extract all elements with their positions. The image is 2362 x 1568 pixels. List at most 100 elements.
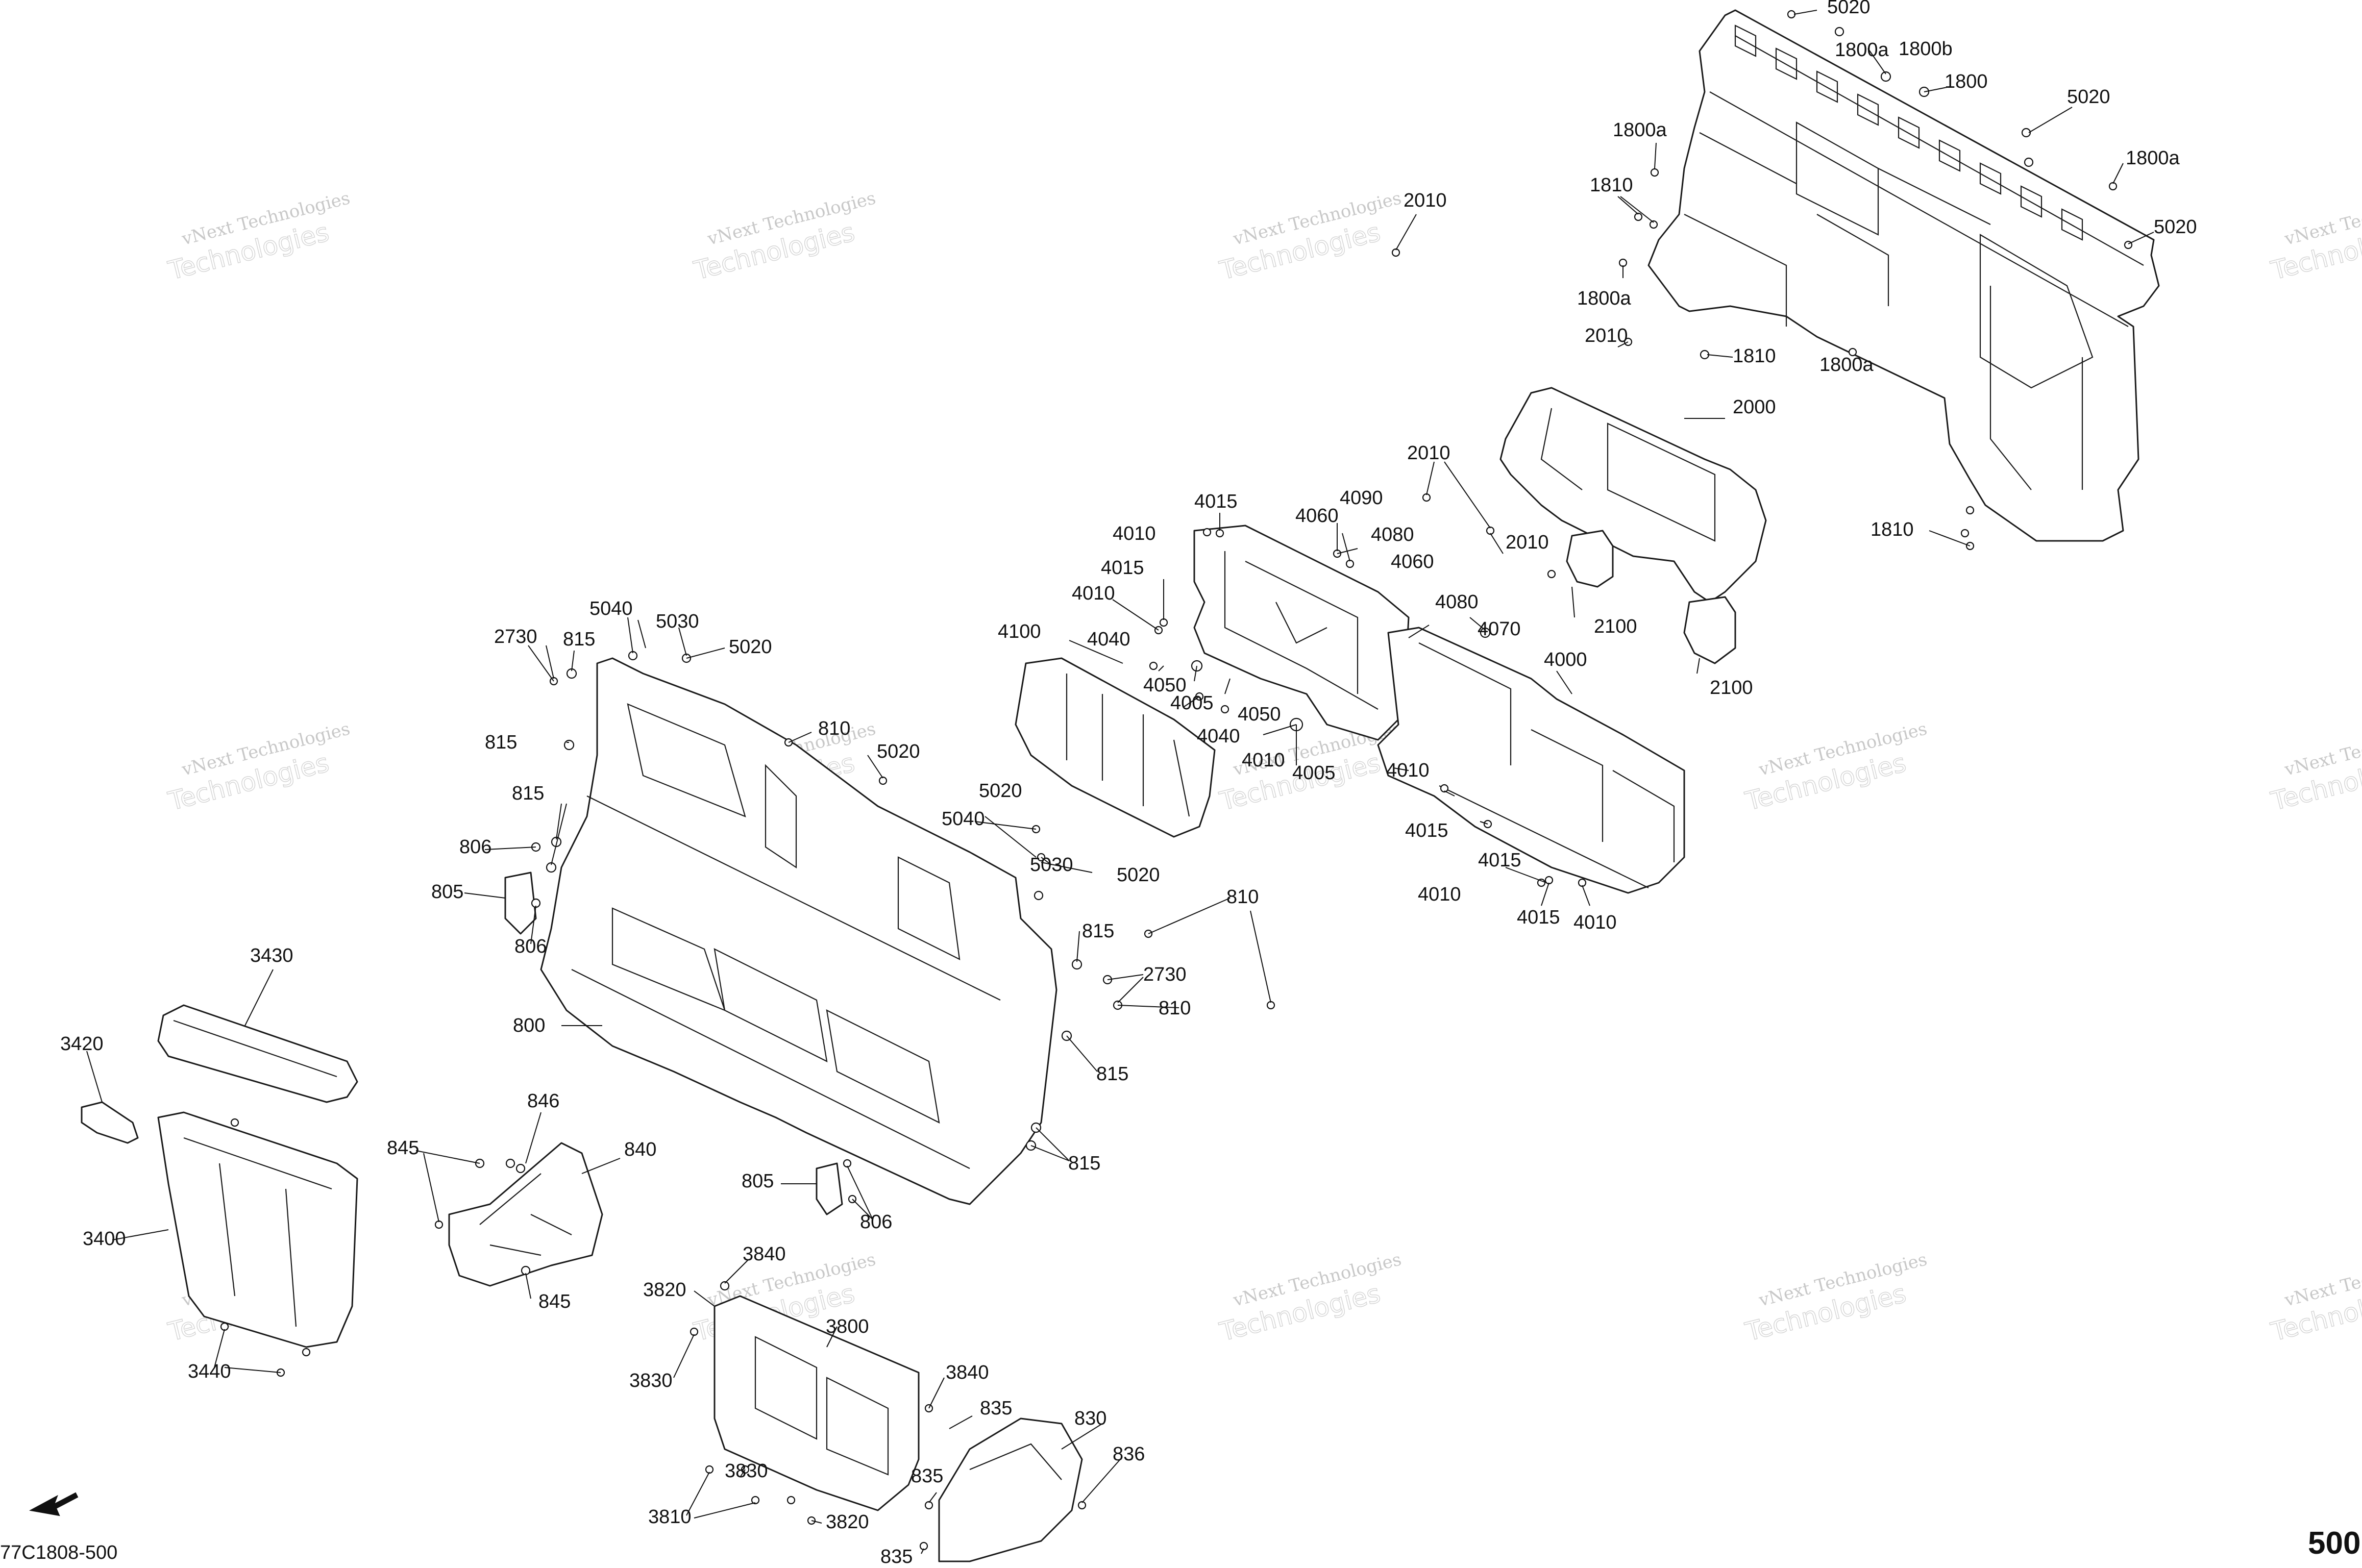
- callout-label: 4090: [1340, 487, 1383, 509]
- callout-label: 5020: [729, 636, 772, 658]
- part-3800-lower-panel[interactable]: [713, 1295, 920, 1511]
- part-3400-bin[interactable]: [157, 1111, 358, 1348]
- callout-label: 845: [538, 1291, 571, 1312]
- callout-label: 4070: [1478, 618, 1521, 640]
- watermark: vNext Technologies Technologies: [2268, 718, 2362, 816]
- watermark: vNext Technologies Technologies: [165, 188, 352, 286]
- watermark: vNext Technologies Technologies: [691, 188, 878, 286]
- callout-label: 2010: [1404, 190, 1447, 211]
- watermark: vNext Technologies Technologies: [2268, 1249, 2362, 1347]
- callout-label: 4040: [1197, 726, 1240, 747]
- callout-label: 815: [512, 783, 544, 804]
- callout-label: 805: [742, 1171, 774, 1192]
- watermark: vNext Technologies Technologies: [1742, 1249, 1929, 1347]
- callout-label: 2000: [1733, 396, 1776, 418]
- callout-label: 5020: [1827, 0, 1871, 18]
- watermark: vNext Technologies Technologies: [1216, 1249, 1404, 1347]
- callout-label: 1800: [1945, 71, 1988, 92]
- callout-label: 800: [513, 1015, 545, 1036]
- callout-label: 5020: [1117, 864, 1160, 886]
- callout-label: 4010: [1386, 760, 1430, 781]
- callout-label: 810: [1159, 998, 1191, 1019]
- callout-label: 3820: [826, 1511, 869, 1533]
- callout-label: 4060: [1391, 551, 1434, 573]
- callout-label: 2730: [1143, 964, 1187, 985]
- callout-label: 3800: [826, 1316, 869, 1337]
- part-800-main-panel[interactable]: [540, 657, 1057, 1205]
- callout-label: 4080: [1371, 524, 1414, 545]
- callout-label: 3830: [629, 1370, 673, 1391]
- callout-label: 2730: [494, 626, 537, 648]
- part-4000-battery-tray[interactable]: [1193, 525, 1685, 894]
- callout-label: 4010: [1113, 523, 1156, 544]
- callout-label: 3420: [60, 1033, 104, 1055]
- callout-label: 4005: [1292, 762, 1336, 784]
- callout-label: 1800b: [1899, 38, 1953, 60]
- callout-label: 2010: [1407, 442, 1450, 464]
- callout-label: 835: [911, 1465, 943, 1487]
- callout-label: 815: [1082, 920, 1114, 942]
- callout-label: 806: [860, 1211, 892, 1233]
- part-830-fender[interactable]: [938, 1417, 1083, 1562]
- watermark: vNext Technologies Technologies: [165, 718, 352, 816]
- callout-label: 4015: [1101, 557, 1144, 579]
- part-3430-lid[interactable]: [157, 1004, 358, 1103]
- callout-label: 845: [387, 1137, 419, 1159]
- callout-label: 3440: [188, 1361, 231, 1382]
- callout-label: 5020: [2154, 216, 2197, 238]
- callout-label: 810: [1226, 886, 1259, 908]
- callout-label: 4015: [1194, 491, 1238, 512]
- callout-label: 4015: [1517, 907, 1560, 928]
- watermark: vNext Technologies Technologies: [2268, 188, 2362, 286]
- callout-label: 4010: [1418, 884, 1461, 905]
- callout-label: 815: [1068, 1153, 1100, 1174]
- part-2000-panel[interactable]: [1499, 387, 1767, 603]
- callout-label: 5020: [979, 780, 1022, 802]
- part-2100-bracket[interactable]: [1566, 530, 1736, 664]
- watermark: vNext Technologies Technologies: [1216, 188, 1404, 286]
- callout-labels: 5020 1800a 1800b 1800 5020 1800a 1800a 1…: [60, 0, 2197, 1567]
- callout-label: 835: [880, 1546, 913, 1567]
- callout-label: 815: [563, 629, 595, 650]
- callout-label: 830: [1074, 1408, 1106, 1429]
- callout-label: 2100: [1594, 616, 1637, 637]
- callout-label: 1800a: [1819, 354, 1874, 376]
- callout-label: 5030: [1030, 854, 1073, 876]
- callout-label: 4015: [1478, 850, 1521, 871]
- callout-label: 3810: [648, 1506, 692, 1528]
- callout-label: 4005: [1170, 692, 1214, 714]
- callout-label: 805: [431, 881, 463, 903]
- callout-label: 1810: [1733, 345, 1776, 367]
- callout-label: 835: [980, 1398, 1012, 1419]
- callout-label: 1800a: [1577, 288, 1632, 309]
- callout-label: 4060: [1295, 505, 1339, 527]
- callout-label: 4040: [1087, 629, 1130, 650]
- leader-lines: [86, 10, 2154, 1554]
- callout-label: 840: [624, 1139, 656, 1160]
- part-840-side-bracket[interactable]: [448, 1142, 603, 1287]
- callout-label: 1810: [1871, 519, 1914, 540]
- callout-label: 3840: [946, 1362, 989, 1383]
- callout-label: 1800a: [1613, 119, 1667, 141]
- callout-label: 2100: [1710, 677, 1753, 699]
- part-4100-cover[interactable]: [1015, 657, 1216, 838]
- drawing-reference: 77C1808-500: [0, 1542, 117, 1563]
- callout-label: 4010: [1072, 583, 1115, 604]
- callout-label: 810: [818, 718, 850, 739]
- callout-label: 3400: [83, 1228, 126, 1250]
- callout-label: 815: [1096, 1063, 1128, 1085]
- callout-label: 4000: [1544, 649, 1587, 670]
- part-805-plate[interactable]: [504, 872, 843, 1215]
- part-3420-latch[interactable]: [81, 1101, 139, 1144]
- callout-label: 4100: [998, 621, 1041, 642]
- callout-label: 4010: [1573, 912, 1617, 933]
- part-1800-rear-bulkhead[interactable]: [1647, 9, 2160, 542]
- callout-label: 5020: [2067, 86, 2110, 108]
- callout-label: 3830: [725, 1460, 768, 1482]
- callout-label: 5020: [877, 741, 920, 762]
- callout-label: 5040: [942, 808, 985, 830]
- callout-label: 3840: [743, 1243, 786, 1265]
- callout-label: 836: [1113, 1443, 1145, 1465]
- callout-label: 3820: [643, 1279, 686, 1301]
- callout-label: 846: [527, 1090, 559, 1112]
